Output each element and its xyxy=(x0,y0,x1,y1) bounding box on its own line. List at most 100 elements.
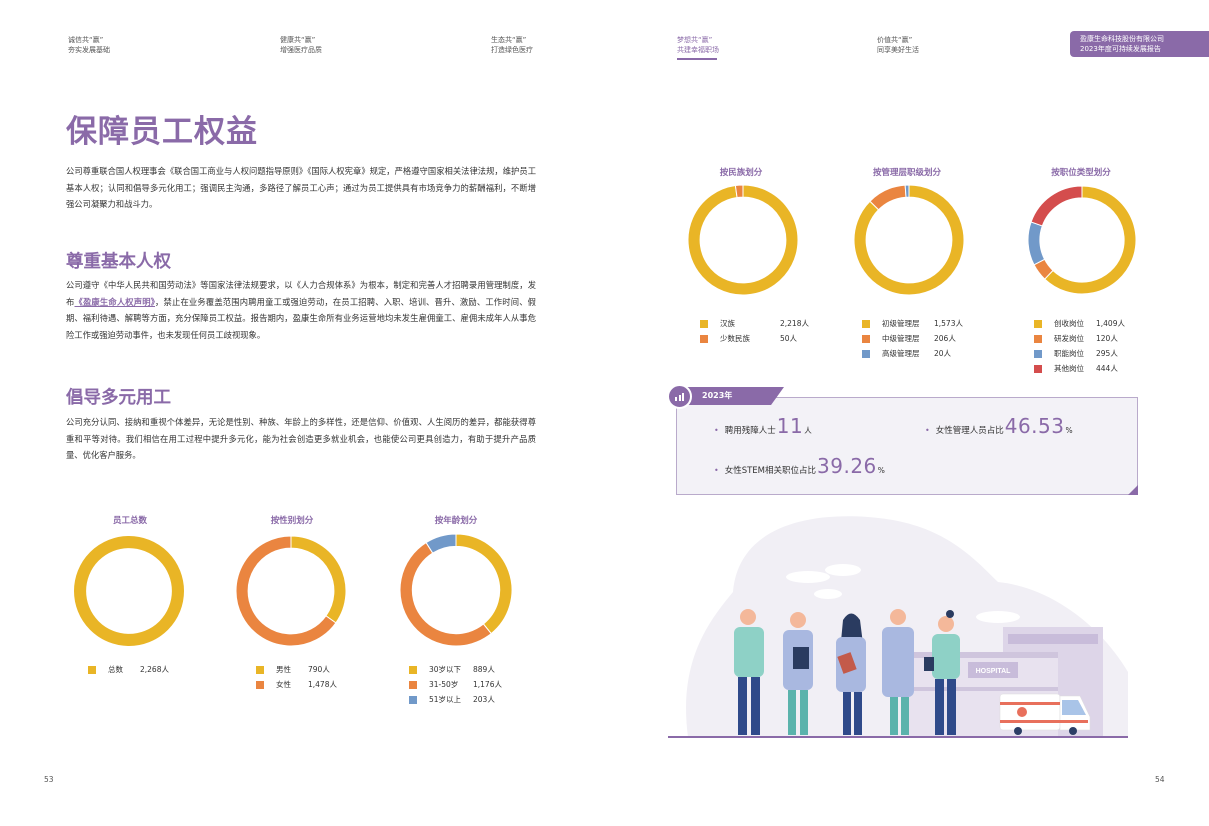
legend-value: 1,573人 xyxy=(934,319,963,328)
bullet-icon: • xyxy=(714,426,719,435)
donut-slice-position-2 xyxy=(1027,221,1046,266)
donut-slice-age-2 xyxy=(425,533,457,554)
nav-item-health[interactable]: 健康共“赢” 增强医疗品质 xyxy=(280,35,322,55)
nav-item-integrity[interactable]: 诚信共“赢” 夯实发展基础 xyxy=(68,35,110,55)
legend-label: 汉族 xyxy=(720,319,735,328)
legend-label: 研发岗位 xyxy=(1054,334,1084,343)
stat-value: 11 xyxy=(776,414,804,438)
legend-label: 初级管理层 xyxy=(882,319,920,328)
nav-item-line2: 打造绿色医疗 xyxy=(491,46,533,54)
stat-disabled-hires: • 聘用残障人士 11 人 xyxy=(714,414,812,438)
legend-label: 中级管理层 xyxy=(882,334,920,343)
legend-swatch xyxy=(862,319,870,328)
nav-item-line2: 夯实发展基础 xyxy=(68,46,110,54)
legend-value: 1,176人 xyxy=(473,680,502,689)
text-before: 公司遵守《中华人民共和国劳动法》等国家法律法规要求，以《人力合规体系》为根本，制… xyxy=(66,280,536,307)
chart-title-age: 按年龄划分 xyxy=(434,516,478,526)
page-number-left: 53 xyxy=(44,775,54,784)
donut-chart-ethnic xyxy=(687,184,799,296)
legend-value: 444人 xyxy=(1096,364,1118,373)
donut-slice-mgmt-2 xyxy=(904,184,910,198)
stat-label: 女性管理人员占比 xyxy=(935,426,1004,436)
legend-value: 1,478人 xyxy=(308,680,337,689)
legend-swatch xyxy=(256,665,264,674)
bullet-icon: • xyxy=(925,426,930,435)
legend-value: 203人 xyxy=(473,695,495,704)
doctor-1 xyxy=(734,609,764,735)
legend-swatch xyxy=(1034,349,1042,358)
legend-value: 790人 xyxy=(308,665,330,674)
legend-value: 120人 xyxy=(1096,334,1118,343)
legend-value: 889人 xyxy=(473,665,495,674)
ground-line xyxy=(668,736,1128,738)
chart-title-gender: 按性别划分 xyxy=(270,516,314,526)
stat-label: 女性STEM相关职位占比 xyxy=(724,466,817,476)
stat-unit: 人 xyxy=(804,426,812,435)
legend-value: 295人 xyxy=(1096,349,1118,358)
brand-company: 盈康生命科技股份有限公司 xyxy=(1080,35,1164,43)
stat-female-managers: • 女性管理人员占比 46.53 % xyxy=(925,414,1073,438)
legend-item: 职能岗位 295人 xyxy=(1034,346,1125,361)
legend-item: 51岁以上 203人 xyxy=(409,692,502,707)
legend-swatch xyxy=(409,665,417,674)
nav-item-line2: 同享美好生活 xyxy=(877,46,919,54)
donut-slice-age-1 xyxy=(399,541,492,647)
legend-value: 2,218人 xyxy=(780,319,809,328)
legend-label: 创收岗位 xyxy=(1054,319,1084,328)
donut-chart-position xyxy=(1027,185,1137,295)
bullet-icon: • xyxy=(714,466,719,475)
legend-label: 少数民族 xyxy=(720,334,750,343)
legend-item: 女性 1,478人 xyxy=(256,677,337,692)
nav-item-ecology[interactable]: 生态共“赢” 打造绿色医疗 xyxy=(491,35,533,55)
human-rights-paragraph: 公司遵守《中华人民共和国劳动法》等国家法律法规要求，以《人力合规体系》为根本，制… xyxy=(66,277,536,343)
legend-item: 研发岗位 120人 xyxy=(1034,331,1125,346)
ambulance xyxy=(999,693,1091,735)
donut-slice-total-0 xyxy=(73,535,185,647)
nav-item-dream[interactable]: 梦想共“赢” 共建幸福职场 xyxy=(677,35,719,60)
human-rights-statement-link[interactable]: 《盈康生命人权声明》 xyxy=(74,296,156,307)
legend-swatch xyxy=(700,319,708,328)
legend-value: 2,268人 xyxy=(140,665,169,674)
legend-swatch xyxy=(409,695,417,704)
legend-label: 总数 xyxy=(108,665,123,674)
hospital-sign: HOSPITAL xyxy=(976,668,1012,675)
medical-staff-illustration: HOSPITAL xyxy=(668,516,1128,738)
donut-chart-total xyxy=(73,535,185,647)
legend-swatch xyxy=(409,680,417,689)
nav-item-line1: 生态共“赢” xyxy=(491,36,527,44)
doctor-4 xyxy=(882,609,914,735)
nav-item-value[interactable]: 价值共“赢” 同享美好生活 xyxy=(877,35,919,55)
stat-female-stem: • 女性STEM相关职位占比 39.26 % xyxy=(714,454,885,478)
donut-slice-gender-1 xyxy=(235,535,337,647)
legend-label: 其他岗位 xyxy=(1054,364,1084,373)
legend-swatch xyxy=(88,665,96,674)
legend-swatch xyxy=(862,349,870,358)
legend-item: 其他岗位 444人 xyxy=(1034,361,1125,376)
legend-value: 20人 xyxy=(934,349,952,358)
doctor-3 xyxy=(836,613,866,735)
donut-slice-age-0 xyxy=(455,533,513,635)
stats-year-tab: 2023年 xyxy=(676,387,784,405)
legend-swatch xyxy=(700,334,708,343)
legend-label: 51岁以上 xyxy=(429,695,462,704)
stat-unit: % xyxy=(877,466,885,475)
donut-slice-ethnic-1 xyxy=(734,184,744,199)
clouds xyxy=(786,564,1020,623)
legend-swatch xyxy=(1034,334,1042,343)
legend-label: 职能岗位 xyxy=(1054,349,1084,358)
legend-label: 女性 xyxy=(276,680,291,689)
nurse-5 xyxy=(924,610,960,735)
stats-panel xyxy=(676,397,1138,495)
nav-item-line1: 价值共“赢” xyxy=(877,36,913,44)
donut-slice-mgmt-1 xyxy=(869,184,907,211)
stat-unit: % xyxy=(1065,426,1073,435)
donut-slice-ethnic-0 xyxy=(687,184,799,296)
legend-item: 总数 2,268人 xyxy=(88,662,169,677)
diversity-paragraph: 公司充分认同、接纳和重视个体差异，无论是性别、种族、年龄上的多样性，还是信仰、价… xyxy=(66,417,536,460)
